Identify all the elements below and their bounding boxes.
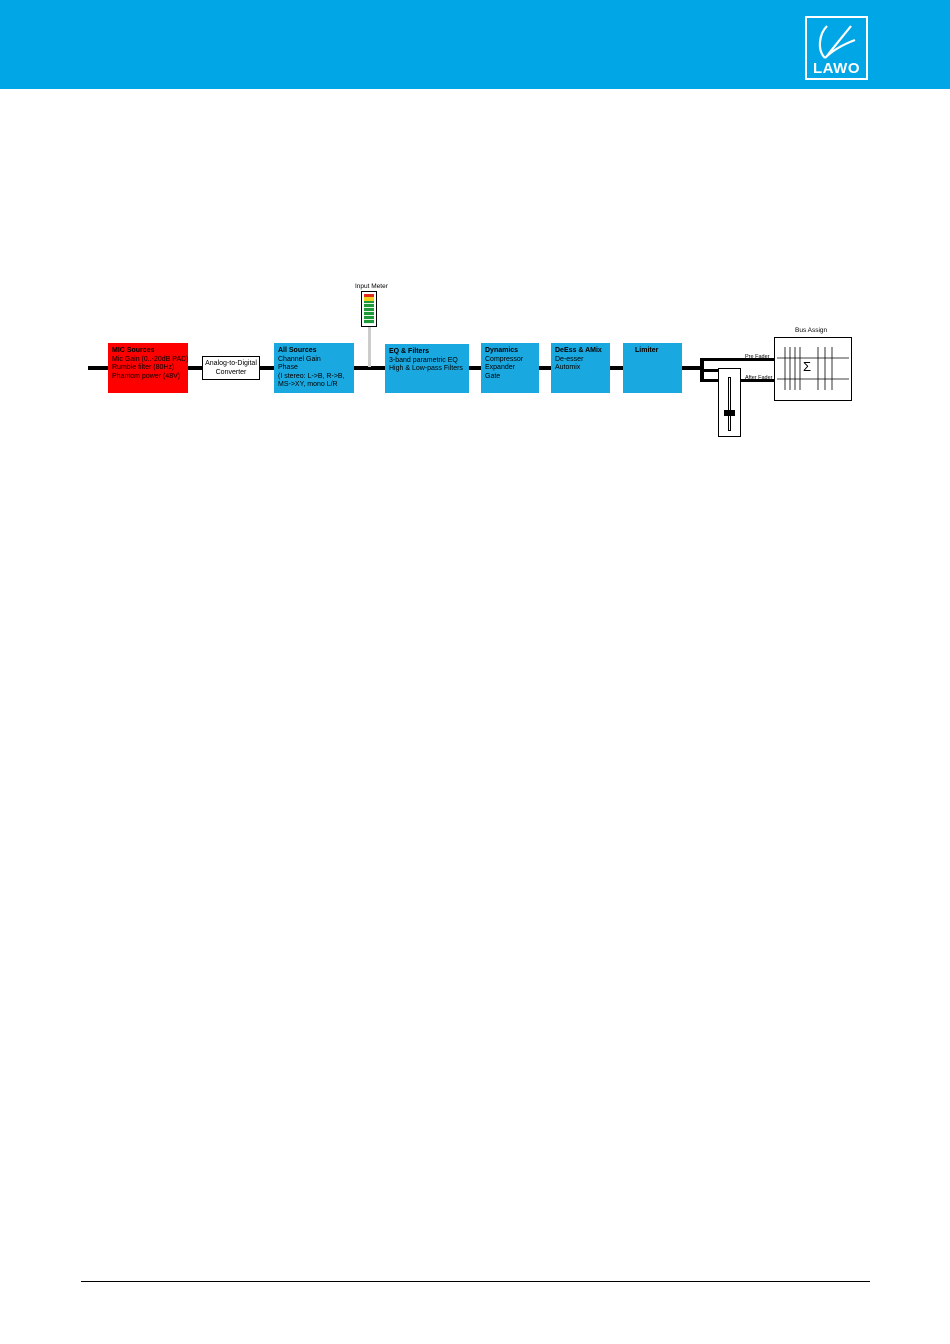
dynamics-line: Expander [485, 364, 515, 372]
logo-text: LAWO [813, 60, 860, 77]
deess-amix-line: De-esser [555, 355, 584, 363]
signal-line-pre-fader [700, 358, 774, 361]
dynamics-line: Compressor [485, 355, 524, 363]
limiter-block: Limiter [623, 343, 682, 393]
adc-line: Analog-to-Digital [205, 360, 257, 367]
signal-line-lim-out [682, 366, 701, 370]
input-meter [361, 291, 377, 327]
meter-segment-yellow [364, 297, 374, 301]
input-meter-label: Input Meter [355, 283, 388, 290]
meter-stripe [364, 315, 374, 316]
signal-line-after-loop [701, 369, 731, 372]
bus-assign-label: Bus Assign [795, 327, 828, 334]
meter-stripe [364, 323, 374, 324]
footer-rule [81, 1281, 870, 1282]
header-bar: LAWO [0, 0, 950, 89]
signal-line-dyn-deess [539, 366, 551, 370]
eq-filters-line: High & Low-pass Filters [389, 365, 463, 373]
lawo-logo-icon [818, 25, 856, 59]
all-sources-line: Channel Gain [278, 355, 321, 363]
all-sources-title: All Sources [278, 347, 317, 354]
dynamics-block: Dynamics Compressor Expander Gate [481, 343, 539, 393]
deess-amix-title: DeEss & AMix [555, 347, 602, 354]
dynamics-line: Gate [485, 372, 501, 380]
meter-segment-red [364, 294, 374, 297]
signal-line-mic-adc [188, 366, 202, 370]
mic-sources-block: MIC Sources Mic Gain (0..-20dB PAD) Rumb… [108, 343, 189, 393]
fader-knob[interactable] [724, 410, 735, 416]
dynamics-title: Dynamics [485, 347, 519, 354]
all-sources-block: All Sources Channel Gain Phase (I stereo… [274, 343, 354, 393]
all-sources-line: Phase [278, 364, 298, 372]
after-fader-label: After Fader [745, 375, 773, 381]
signal-line-deess-lim [610, 366, 623, 370]
meter-stripe [364, 319, 374, 320]
meter-bar [364, 294, 374, 324]
all-sources-line: (I stereo: L->B, R->B, [278, 372, 345, 380]
eq-filters-title: EQ & Filters [389, 348, 430, 355]
pre-fader-label: Pre Fader [745, 354, 770, 360]
signal-line-eq-dyn [469, 366, 481, 370]
signal-line-input [88, 366, 108, 370]
mic-sources-line: Mic Gain (0..-20dB PAD) [112, 355, 189, 363]
bus-assign-block: Σ [774, 337, 852, 401]
meter-stripe [364, 307, 374, 308]
meter-stripe [364, 303, 374, 304]
bus-matrix [777, 347, 849, 390]
meter-stripe [364, 311, 374, 312]
mic-sources-title: MIC Sources [112, 347, 155, 354]
mic-sources-line: Phantom power (48V) [112, 372, 181, 380]
sum-symbol: Σ [803, 359, 812, 374]
deess-amix-block: DeEss & AMix De-esser Automix [551, 343, 610, 393]
eq-filters-block: EQ & Filters 3-band parametric EQ High &… [385, 344, 469, 393]
adc-block: Analog-to-Digital Converter [202, 356, 260, 380]
fader-track [728, 377, 731, 431]
all-sources-line: MS->XY, mono L/R [278, 381, 338, 389]
signal-line-adc-all [260, 366, 274, 370]
mic-sources-line: Rumble filter (80Hz) [112, 364, 175, 372]
deess-amix-line: Automix [555, 364, 581, 372]
signal-line-all-eq [354, 366, 385, 370]
limiter-title: Limiter [635, 347, 659, 354]
fader[interactable] [718, 368, 741, 437]
eq-filters-line: 3-band parametric EQ [389, 356, 458, 364]
meter-tap-line [368, 327, 371, 367]
adc-line: Converter [215, 368, 247, 376]
lawo-logo[interactable]: LAWO [805, 16, 868, 80]
